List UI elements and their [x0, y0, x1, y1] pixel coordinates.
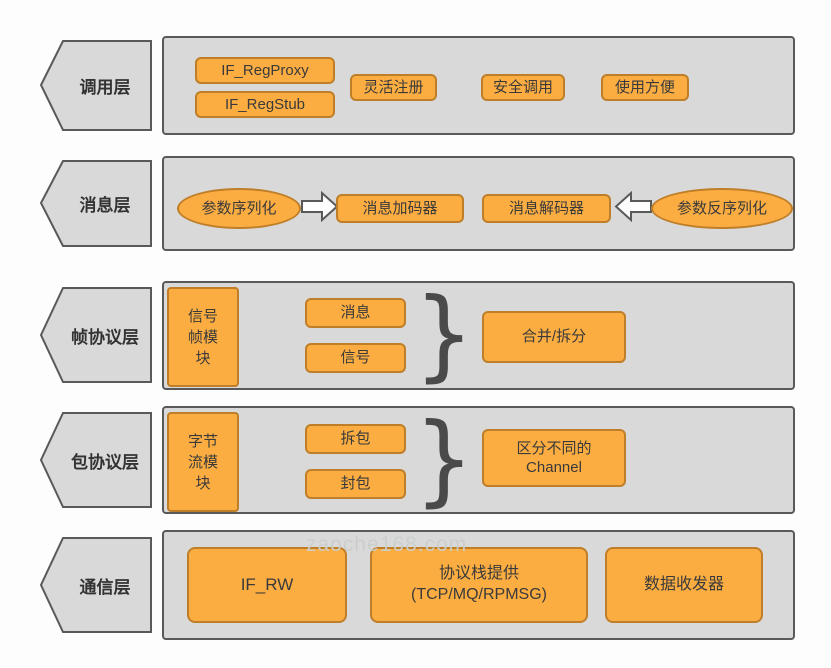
box-signal: 信号	[305, 343, 406, 373]
layer-label-communication: 通信层	[40, 537, 152, 633]
layer-label-text: 帧协议层	[71, 327, 139, 347]
box-if-rw: IF_RW	[187, 547, 347, 623]
box-merge-split: 合并/拆分	[482, 311, 626, 363]
module-line: 流模	[187, 453, 218, 471]
layer-label-text: 消息层	[79, 196, 131, 215]
arrow-right-icon	[301, 191, 339, 222]
chevron-shape-icon	[40, 412, 152, 508]
box-flexible-register: 灵活注册	[350, 74, 437, 101]
box-if-regproxy: IF_RegProxy	[195, 57, 335, 84]
box-safe-call: 安全调用	[481, 74, 565, 101]
stack-line: (TCP/MQ/RPMSG)	[411, 586, 547, 603]
ellipse-deserializer: 参数反序列化	[651, 188, 793, 229]
arrow-left-icon	[614, 191, 652, 222]
layer-label-frame-protocol: 帧协议层	[40, 287, 152, 383]
box-signal-frame-module: 信号 帧模 块	[167, 287, 239, 387]
box-data-transceiver: 数据收发器	[605, 547, 763, 623]
box-pack: 封包	[305, 469, 406, 499]
panel-call-layer: IF_RegProxy IF_RegStub 灵活注册 安全调用 使用方便	[162, 36, 795, 135]
box-unpack: 拆包	[305, 424, 406, 454]
box-byte-stream-module: 字节 流模 块	[167, 412, 239, 512]
box-message: 消息	[305, 298, 406, 328]
box-easy-use: 使用方便	[601, 74, 689, 101]
layer-label-message: 消息层	[40, 160, 152, 247]
chevron-shape-icon	[40, 160, 152, 247]
layer-label-text: 调用层	[79, 78, 131, 97]
box-message-encoder: 消息加码器	[336, 194, 464, 223]
module-line: 块	[195, 474, 211, 492]
module-line: 块	[195, 349, 211, 367]
brace-icon: }	[414, 278, 474, 393]
module-line: 信号	[187, 307, 218, 325]
layer-label-text: 包协议层	[71, 452, 139, 472]
box-message-decoder: 消息解码器	[482, 194, 611, 223]
stack-line: 协议栈提供	[438, 565, 519, 583]
layer-label-packet-protocol: 包协议层	[40, 412, 152, 508]
layer-label-call: 调用层	[40, 40, 152, 131]
panel-packet-protocol-layer: 字节 流模 块 拆包 封包 } 区分不同的 Channel	[162, 402, 795, 518]
panel-frame-protocol-layer: 信号 帧模 块 消息 信号 } 合并/拆分	[162, 278, 795, 393]
panel-communication-layer: IF_RW 协议栈提供 (TCP/MQ/RPMSG) 数据收发器	[162, 530, 795, 640]
box-protocol-stack: 协议栈提供 (TCP/MQ/RPMSG)	[370, 547, 588, 623]
box-distinguish-channel: 区分不同的 Channel	[482, 429, 626, 487]
layer-label-text: 通信层	[79, 577, 131, 597]
box-if-regstub: IF_RegStub	[195, 91, 335, 118]
result-line: 区分不同的	[516, 439, 592, 457]
chevron-shape-icon	[40, 537, 152, 633]
chevron-shape-icon	[40, 287, 152, 383]
watermark-text: zaoche168.com	[306, 533, 468, 556]
result-line: Channel	[526, 459, 582, 476]
panel-message-layer: 参数序列化 消息加码器 消息解码器 参数反序列化	[162, 156, 795, 251]
chevron-shape-icon	[40, 40, 152, 131]
module-line: 字节	[187, 432, 218, 450]
module-line: 帧模	[187, 328, 218, 346]
ellipse-serializer: 参数序列化	[177, 188, 301, 229]
brace-icon: }	[414, 402, 474, 518]
